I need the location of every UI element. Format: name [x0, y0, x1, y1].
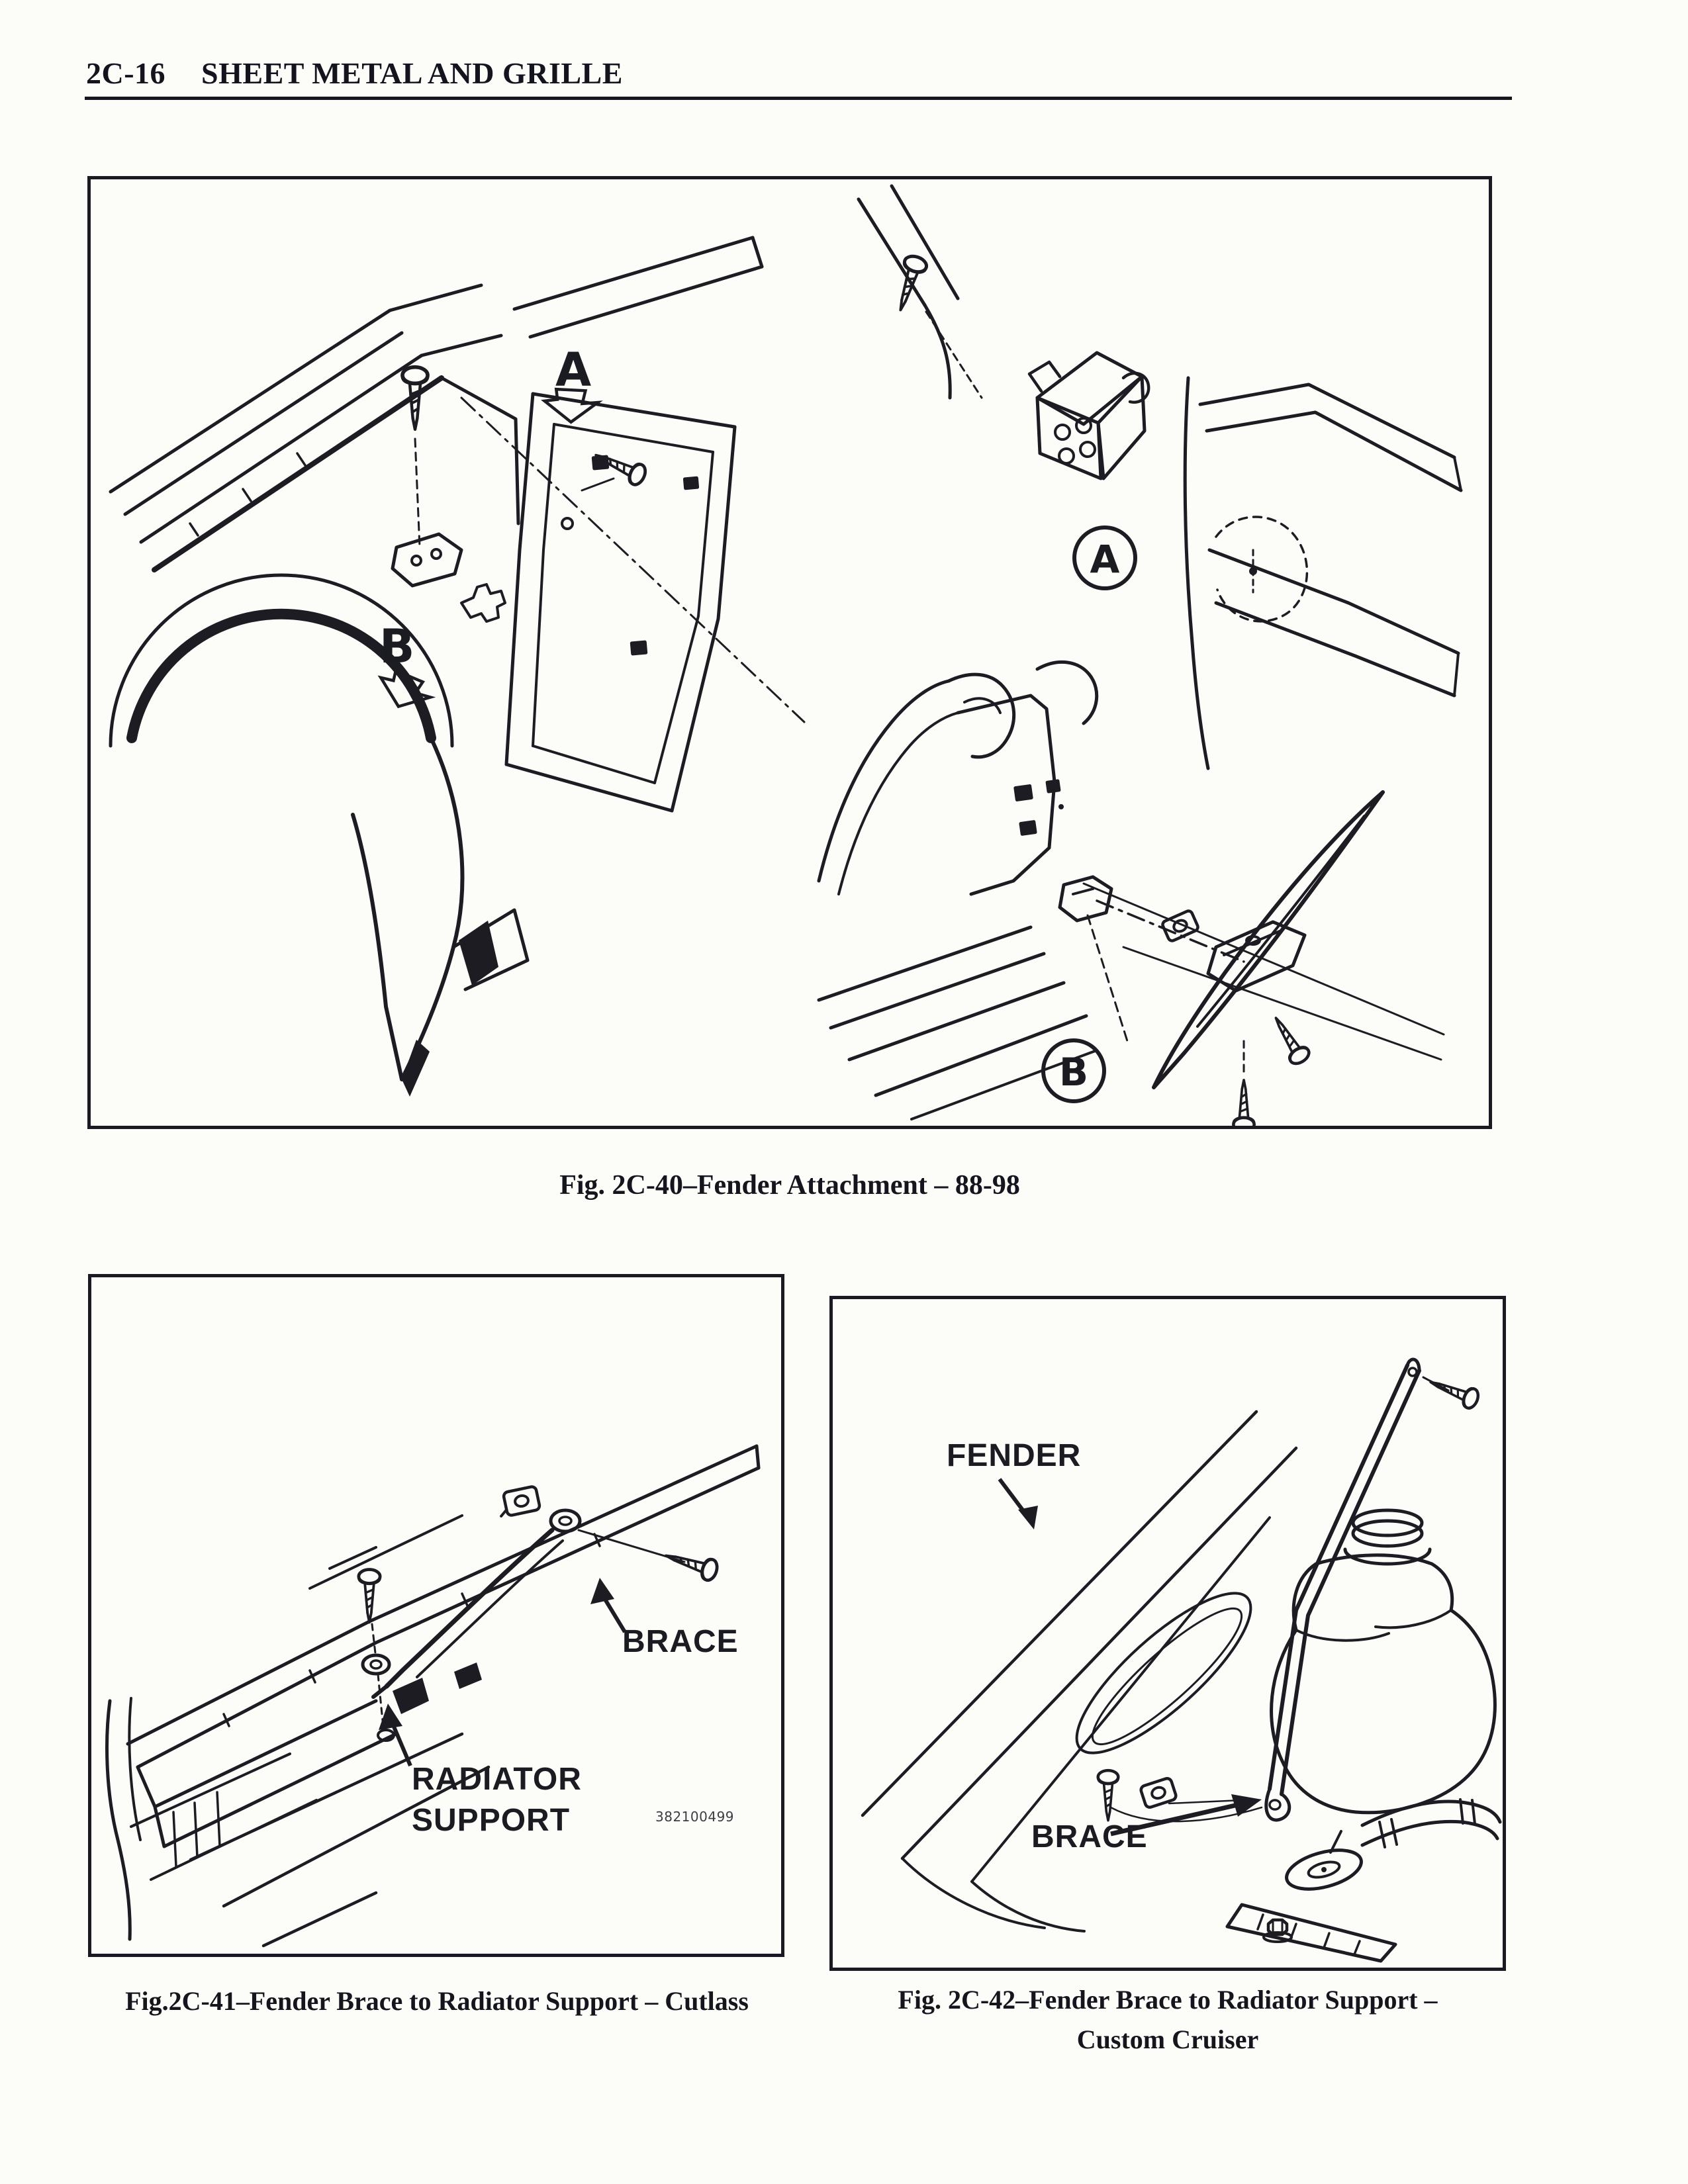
brace-label: BRACE [1031, 1819, 1148, 1854]
figure-2c41-drawing: BRACE RADIATOR SUPPORT 382100499 [105, 1444, 761, 1948]
figure-2c42-drawing: FENDER BRACE [861, 1357, 1502, 1963]
screw-icon [1427, 1373, 1481, 1410]
j-nut-icon [1139, 1776, 1178, 1809]
figure-2c41-caption: Fig.2C-41–Fender Brace to Radiator Suppo… [125, 1986, 749, 2016]
hex-bolt-icon [1262, 1918, 1293, 1943]
detail-a-letter: A [1090, 537, 1120, 582]
figure-2c42-caption: Fig. 2C-42–Fender Brace to Radiator Supp… [829, 1980, 1506, 2060]
figure-2c40-frame: A B [87, 176, 1492, 1129]
detail-a-callout: A [1072, 525, 1137, 590]
fender-attachment-exploded-view [109, 236, 806, 1097]
detail-b-callout: B [1041, 1038, 1106, 1103]
fig42-labels: FENDER BRACE [947, 1438, 1262, 1854]
radiator-support-label-line1: RADIATOR [412, 1762, 582, 1797]
fender-arrow-icon [1018, 1506, 1038, 1529]
figure-2c41-frame: BRACE RADIATOR SUPPORT 382100499 [88, 1274, 784, 1957]
fender-brace-drawing [861, 1357, 1502, 1963]
page-header: 2C-16 SHEET METAL AND GRILLE [86, 56, 623, 91]
brace-arrow-icon [590, 1578, 614, 1604]
figure-2c42-caption-line2: Custom Cruiser [1076, 2025, 1259, 2054]
brace-label: BRACE [622, 1624, 739, 1659]
bolt-icon [359, 1570, 380, 1623]
brace-arrow-icon [1231, 1794, 1262, 1817]
radiator-support-arrow-icon [379, 1704, 402, 1730]
fender-label: FENDER [947, 1438, 1081, 1473]
detail-b-letter: B [1059, 1050, 1088, 1095]
callout-b: B [373, 619, 435, 717]
label-b: B [379, 619, 414, 674]
bolt-icon [1098, 1770, 1119, 1821]
figure-2c40-caption: Fig. 2C-40–Fender Attachment – 88-98 [559, 1170, 1020, 1201]
radiator-support-drawing [105, 1444, 761, 1948]
radiator-support-label-line2: SUPPORT [412, 1803, 570, 1838]
fig41-labels: BRACE RADIATOR SUPPORT 382100499 [379, 1578, 739, 1838]
part-number: 382100499 [655, 1809, 734, 1825]
figure-2c42-caption-line1: Fig. 2C-42–Fender Brace to Radiator Supp… [898, 1985, 1438, 2015]
header-rule [85, 97, 1512, 100]
page-number: 2C-16 [86, 56, 166, 90]
figure-2c42-frame: FENDER BRACE [829, 1296, 1506, 1971]
figure-2c40-drawing: A B [109, 184, 1463, 1126]
callout-a: A [542, 343, 599, 426]
bolt-icon [1233, 1080, 1254, 1126]
detail-b-inset [817, 660, 1445, 1126]
detail-a-inset [857, 184, 1463, 770]
screw-icon [663, 1545, 720, 1582]
section-title: SHEET METAL AND GRILLE [201, 56, 623, 90]
screw-icon [1267, 1013, 1311, 1067]
